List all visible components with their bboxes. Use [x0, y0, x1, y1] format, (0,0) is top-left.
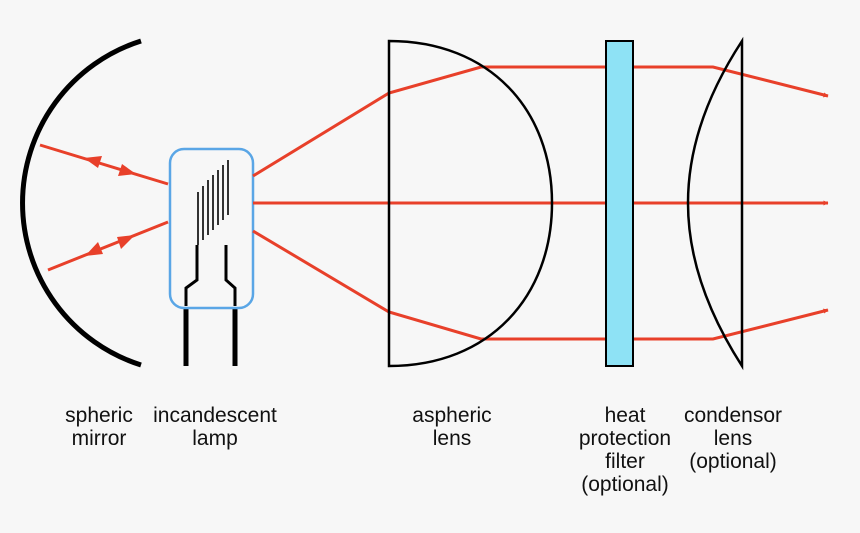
ray-lower	[252, 229, 829, 341]
arrowhead-icon	[85, 242, 103, 256]
lamp-filament	[197, 160, 229, 245]
label-condensor-lens: condensor lens (optional)	[683, 404, 783, 473]
ray-lower-reflection	[47, 220, 169, 272]
arrowhead-icon	[84, 156, 102, 168]
mirror-reflection-rays	[39, 143, 169, 272]
arrowhead-icon	[117, 235, 135, 249]
lamp-envelope	[168, 147, 255, 310]
ray-upper	[252, 65, 829, 178]
heat-protection-filter	[605, 40, 634, 367]
arrowhead-icon	[118, 164, 136, 176]
label-spheric-mirror: spheric mirror	[65, 404, 133, 450]
lamp-base	[184, 245, 237, 306]
label-aspheric-lens: aspheric lens	[412, 404, 492, 450]
label-heat-protection-filter: heat protection filter (optional)	[578, 404, 672, 496]
label-incandescent-lamp: incandescent lamp	[153, 404, 277, 450]
forward-rays	[252, 65, 829, 341]
incandescent-lamp	[168, 147, 255, 366]
ray-upper-reflection	[39, 143, 169, 186]
spheric-mirror	[20, 38, 142, 368]
aspheric-lens	[387, 39, 554, 368]
condensor-lens	[686, 36, 744, 371]
